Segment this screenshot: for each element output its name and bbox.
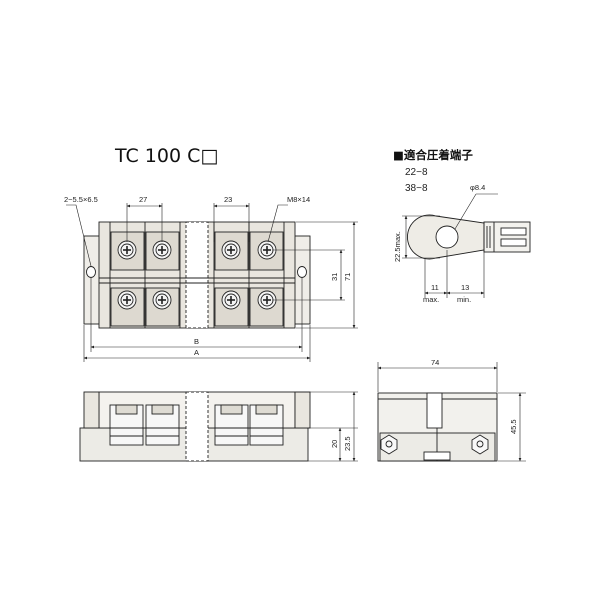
dim-13-label: 13 bbox=[461, 283, 469, 292]
terminal-size-1: 22−8 bbox=[405, 167, 428, 178]
dim-71-label: 71 bbox=[343, 273, 352, 281]
dim-45-5-label: 45.5 bbox=[509, 419, 518, 434]
mounting-hole bbox=[297, 266, 307, 278]
terminal-size-2: 38−8 bbox=[405, 183, 428, 194]
side-view bbox=[377, 392, 498, 462]
dim-phi-label: φ8.4 bbox=[470, 183, 485, 192]
dim-pitch-27-label: 27 bbox=[139, 195, 147, 204]
top-view bbox=[83, 221, 311, 329]
dim-11-label: 11 bbox=[431, 283, 439, 292]
dim-22-5max-label: 22.5max. bbox=[393, 231, 402, 262]
label-max: max. bbox=[423, 295, 439, 304]
label-min: min. bbox=[457, 295, 471, 304]
front-view bbox=[79, 391, 311, 462]
mounting-hole bbox=[86, 266, 96, 278]
crimp-terminal-icon bbox=[406, 214, 531, 260]
dim-20-label: 20 bbox=[330, 440, 339, 448]
crimp-terminal-heading: ■適合圧着端子 bbox=[393, 148, 473, 162]
dim-74-label: 74 bbox=[431, 358, 439, 367]
dim-31-label: 31 bbox=[330, 273, 339, 281]
model-title: TC 100 C□ bbox=[114, 145, 218, 167]
dim-screw-label: M8×14 bbox=[287, 195, 310, 204]
dim-pitch-23-label: 23 bbox=[224, 195, 232, 204]
dim-A-label: A bbox=[194, 348, 199, 357]
break-region bbox=[185, 221, 209, 329]
dim-B-label: B bbox=[194, 337, 199, 346]
dim-23-5-label: 23.5 bbox=[343, 436, 352, 451]
dim-holes-label: 2−5.5×6.5 bbox=[64, 195, 98, 204]
